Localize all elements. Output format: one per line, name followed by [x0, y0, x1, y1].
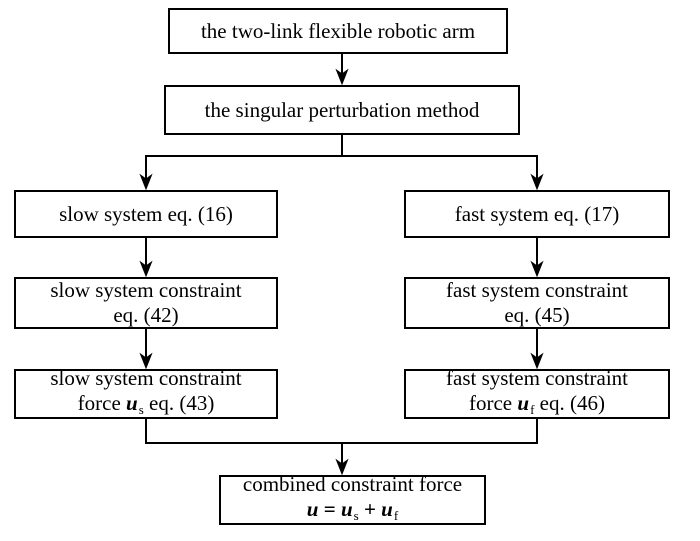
node-label-line1: fast system constraint [446, 366, 628, 390]
node-slow-system-constraint: slow system constraint eq. (42) [14, 277, 278, 329]
node-label-line2: eq. (42) [113, 303, 179, 327]
node-fast-system: fast system eq. (17) [404, 190, 670, 238]
arrow-arm-to-spm [335, 54, 349, 86]
arrow-systems-to-constraints [139, 238, 544, 278]
node-label-line1: slow system constraint [50, 366, 242, 390]
node-label-line1: slow system constraint [50, 278, 242, 302]
node-combined-constraint-force: combined constraint force u = us + uf [219, 472, 486, 528]
node-singular-perturbation-method: the singular perturbation method [164, 85, 520, 135]
u-subscript: s [353, 508, 359, 523]
node-slow-system: slow system eq. (16) [14, 190, 278, 238]
u-symbol: u [126, 391, 138, 415]
u-subscript: f [530, 402, 535, 417]
u-symbol: u [381, 497, 393, 521]
u-symbol: u [340, 497, 353, 521]
arrowhead-down-icon [139, 173, 153, 191]
node-fast-constraint-force: fast system constraint force uf eq. (46) [404, 366, 670, 422]
arrowhead-down-icon [335, 68, 349, 86]
plus-sign: + [358, 497, 382, 521]
equation-ref: eq. (43) [143, 391, 215, 415]
node-label: the singular perturbation method [204, 97, 480, 122]
u-subscript: f [393, 508, 399, 523]
node-label-line2: eq. (45) [504, 303, 570, 327]
arrowhead-down-icon [335, 458, 349, 476]
force-text: force [77, 391, 127, 415]
arrowhead-down-icon [530, 260, 544, 278]
node-slow-constraint-force: slow system constraint force us eq. (43) [14, 366, 278, 422]
node-robotic-arm: the two-link flexible robotic arm [168, 8, 508, 54]
arrowhead-down-icon [530, 173, 544, 191]
arrowhead-down-icon [139, 352, 153, 370]
merge-forces-to-combined [145, 419, 538, 476]
node-label: the two-link flexible robotic arm [200, 18, 476, 43]
equals-sign: = [318, 497, 341, 521]
u-symbol: u [306, 497, 319, 521]
node-label: fast system eq. (17) [454, 201, 620, 226]
u-subscript: s [138, 402, 144, 417]
u-symbol: u [517, 391, 530, 415]
node-fast-system-constraint: fast system constraint eq. (45) [404, 277, 670, 329]
branch-spm-to-systems [139, 135, 544, 191]
arrowhead-down-icon [530, 352, 544, 370]
node-label-line1: combined constraint force [242, 472, 463, 496]
arrowhead-down-icon [139, 260, 153, 278]
arrow-constraints-to-forces [139, 329, 544, 370]
node-label: slow system eq. (16) [59, 201, 233, 226]
force-text: force [469, 391, 518, 415]
node-label-line2: force uf eq. (46) [469, 391, 605, 422]
node-label-line1: fast system constraint [446, 278, 628, 302]
combined-force-formula: u = us + uf [307, 497, 398, 528]
equation-ref: eq. (46) [534, 391, 605, 415]
node-label-line2: force us eq. (43) [78, 391, 215, 422]
